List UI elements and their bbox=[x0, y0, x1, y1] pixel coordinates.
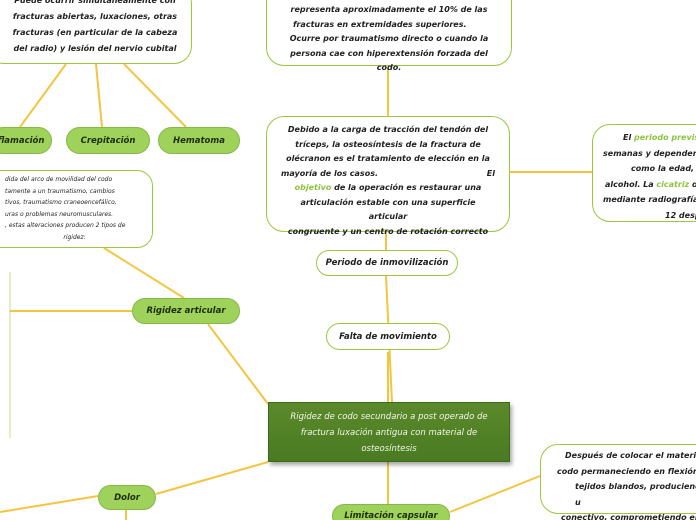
node-rigidez-articular[interactable]: Rigidez articular bbox=[132, 298, 240, 324]
healing-periodo-highlight: periodo previsto d bbox=[634, 133, 696, 142]
central-topic[interactable]: Rigidez de codo secundario a post operad… bbox=[268, 402, 510, 462]
rigidez-articular-label: Rigidez articular bbox=[146, 306, 226, 316]
rigidity-line-6: rigidez: bbox=[63, 233, 86, 241]
healing-line-2: semanas y depender bbox=[603, 148, 696, 158]
symptom-hematoma[interactable]: Hematoma bbox=[158, 127, 240, 154]
healing-line-3: como la edad, sex bbox=[631, 164, 696, 173]
capsular-limitation-note: Después de colocar el material d codo pe… bbox=[540, 444, 696, 520]
node-periodo-inmovilizacion[interactable]: Periodo de inmovilización bbox=[316, 250, 458, 276]
link-central-dolor bbox=[155, 461, 269, 495]
osteo-line-5: objetivo de la operación es restaurar un… bbox=[281, 181, 495, 196]
node-dolor[interactable]: Dolor bbox=[98, 485, 156, 510]
link-limitacion-right bbox=[449, 475, 541, 513]
node-falta-de-movimiento[interactable]: Falta de movimiento bbox=[326, 323, 450, 350]
epidemiology-line-1: representa aproximadamente el 10% de las bbox=[290, 5, 488, 14]
link-note-crepitacion bbox=[95, 63, 103, 128]
fracture-association-note: Puede ocurrir simultáneamente con fractu… bbox=[0, 0, 192, 64]
rigidity-line-4: uras o problemas neuromusculares. bbox=[5, 210, 114, 218]
epidemiology-line-3: Ocurre por traumatismo directo o cuando … bbox=[289, 34, 489, 43]
osteosynthesis-note: Debido a la carga de tracción del tendón… bbox=[266, 116, 510, 236]
fracture-association-text: Puede ocurrir simultáneamente con fractu… bbox=[12, 0, 178, 53]
epidemiology-note: representa aproximadamente el 10% de las… bbox=[266, 0, 512, 72]
osteo-line-4-end: El bbox=[486, 168, 495, 178]
link-note-hematoma bbox=[123, 63, 187, 128]
rigidity-line-5: , estas alteraciones producen 2 tipos de bbox=[5, 222, 126, 229]
healing-line-4-start: alcohol. La bbox=[605, 179, 657, 189]
link-note-inflamacion bbox=[19, 63, 67, 128]
node-limitacion-capsular[interactable]: Limitación capsular bbox=[332, 504, 450, 520]
healing-line-6: 12 desp bbox=[665, 210, 696, 220]
osteo-line-4: mayoría de los casos. El bbox=[281, 167, 495, 182]
osteo-line-4-start: mayoría de los casos. bbox=[281, 168, 378, 178]
osteo-line-3: olécranon es el tratamiento de elección … bbox=[286, 154, 490, 163]
osteo-objetivo-highlight: objetivo bbox=[294, 183, 332, 192]
epidemiology-line-4: persona cae con hiperextensión forzada d… bbox=[290, 48, 488, 73]
symptom-crepitacion[interactable]: Crepitación bbox=[66, 127, 150, 154]
symptom-inflamacion-label: flamación bbox=[0, 135, 45, 146]
rigidity-line-3: tivos, traumatismo craneoencefálico, bbox=[5, 199, 117, 206]
capsular-line-4: conectivo, comprometiendo el m bbox=[561, 513, 696, 520]
capsular-line-3: tejidos blandos, produciendo u bbox=[575, 482, 696, 507]
healing-line-4-end: d bbox=[689, 180, 696, 189]
falta-de-movimiento-label: Falta de movimiento bbox=[339, 331, 437, 342]
link-rigidez-note bbox=[103, 247, 185, 299]
dolor-label: Dolor bbox=[114, 492, 140, 503]
central-topic-text: Rigidez de codo secundario a post operad… bbox=[290, 412, 488, 454]
periodo-inmovilizacion-label: Periodo de inmovilización bbox=[325, 258, 449, 268]
link-central-rigidez bbox=[207, 323, 269, 405]
symptom-crepitacion-label: Crepitación bbox=[80, 135, 136, 146]
limitacion-capsular-label: Limitación capsular bbox=[344, 511, 438, 520]
link-dolor-left bbox=[0, 495, 99, 513]
rigidity-line-1: dida del arco de movilidad del codo bbox=[5, 176, 113, 183]
healing-line-1: El periodo previsto d bbox=[603, 130, 696, 146]
healing-line-5: mediante radiografía bbox=[603, 195, 696, 204]
healing-line-4: alcohol. La cicatriz d bbox=[603, 177, 696, 193]
osteo-line-7: congruente y un centro de rotación corre… bbox=[287, 226, 489, 236]
osteo-line-1: Debido a la carga de tracción del tendón… bbox=[287, 125, 489, 134]
capsular-line-2: codo permaneciendo en flexión. D bbox=[557, 466, 696, 476]
osteo-line-6: articulación estable con una superficie … bbox=[300, 197, 476, 222]
rigidity-line-2: tamente a un traumatismo, cambios bbox=[5, 187, 115, 195]
capsular-line-1: Después de colocar el material d bbox=[565, 451, 696, 460]
rigidity-definition-note: dida del arco de movilidad del codo tame… bbox=[0, 170, 153, 248]
healing-period-note: El periodo previsto d semanas y depender… bbox=[592, 124, 696, 222]
healing-cicatriz-highlight: cicatriz bbox=[656, 179, 690, 189]
epidemiology-line-2: fracturas en extremidades superiores. bbox=[293, 19, 467, 29]
healing-line-1-start: El bbox=[623, 133, 634, 142]
osteo-line-2: tríceps, la osteosíntesis de la fractura… bbox=[295, 139, 481, 149]
symptom-hematoma-label: Hematoma bbox=[173, 135, 225, 146]
symptom-inflamacion[interactable]: flamación bbox=[0, 127, 52, 154]
osteo-line-5-rest: de la operación es restaurar una bbox=[331, 183, 482, 192]
